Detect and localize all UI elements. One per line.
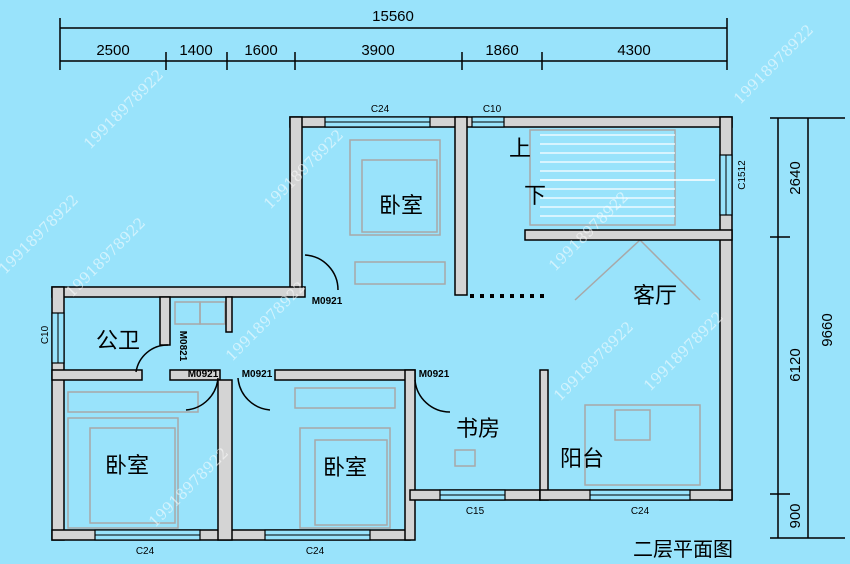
- dim-seg: 3900: [361, 42, 394, 59]
- dim-seg: 900: [787, 503, 804, 528]
- top-dimension: [59, 18, 728, 70]
- window-label: C10: [40, 325, 51, 344]
- wall: [454, 116, 468, 296]
- watermark: 19918978922: [550, 318, 637, 405]
- room-bedroom-mid: 卧室: [323, 456, 367, 481]
- dim-seg: 1400: [179, 42, 212, 59]
- wall: [524, 229, 733, 241]
- door-swings: [135, 254, 451, 413]
- door-label: M0921: [419, 369, 450, 380]
- wall: [51, 286, 306, 298]
- room-living: 客厅: [633, 284, 677, 309]
- wall: [289, 116, 303, 296]
- room-bedroom-top: 卧室: [379, 194, 423, 219]
- watermark: 19918978922: [640, 308, 727, 395]
- wall: [225, 296, 233, 333]
- window-label: C24: [631, 506, 650, 517]
- door-label: M0921: [242, 369, 273, 380]
- window-label: C24: [371, 104, 390, 115]
- watermark: 19918978922: [730, 21, 817, 108]
- window-label: C24: [136, 546, 155, 557]
- dim-seg: 6120: [787, 348, 804, 381]
- wall: [159, 296, 171, 346]
- dim-seg: 2500: [96, 42, 129, 59]
- dim-total-height: 9660: [819, 313, 836, 346]
- door-label: M0821: [177, 331, 188, 362]
- wall: [51, 369, 143, 381]
- stair-up-label: 上: [509, 137, 531, 162]
- dotted-partition: [470, 294, 544, 298]
- wall: [274, 369, 416, 381]
- wall: [217, 379, 233, 541]
- window-label: C24: [306, 546, 325, 557]
- room-balcony: 阳台: [560, 447, 604, 472]
- stair-steps: [540, 134, 715, 217]
- dim-seg: 2640: [787, 161, 804, 194]
- furniture: [67, 129, 701, 529]
- door-label: M0921: [312, 296, 343, 307]
- watermark: 19918978922: [260, 126, 347, 213]
- wall: [169, 369, 221, 381]
- dim-seg: 1600: [244, 42, 277, 59]
- watermark: 19918978922: [0, 191, 82, 278]
- window-label: C1512: [737, 160, 748, 190]
- dim-total-width: 15560: [372, 8, 414, 25]
- plan-title: 二层平面图: [633, 537, 733, 561]
- right-dimension: [770, 117, 845, 539]
- window-label: C15: [466, 506, 485, 517]
- room-study: 书房: [456, 417, 500, 442]
- window-label: C10: [483, 104, 502, 115]
- room-bathroom: 公卫: [96, 329, 140, 354]
- windows: [51, 116, 733, 541]
- wall: [404, 369, 416, 541]
- watermark: 19918978922: [80, 66, 167, 153]
- door-label: M0921: [188, 369, 219, 380]
- stair-down-label: 下: [524, 184, 546, 209]
- wall: [539, 369, 549, 501]
- room-bedroom-left: 卧室: [105, 454, 149, 479]
- dim-seg: 4300: [617, 42, 650, 59]
- dim-seg: 1860: [485, 42, 518, 59]
